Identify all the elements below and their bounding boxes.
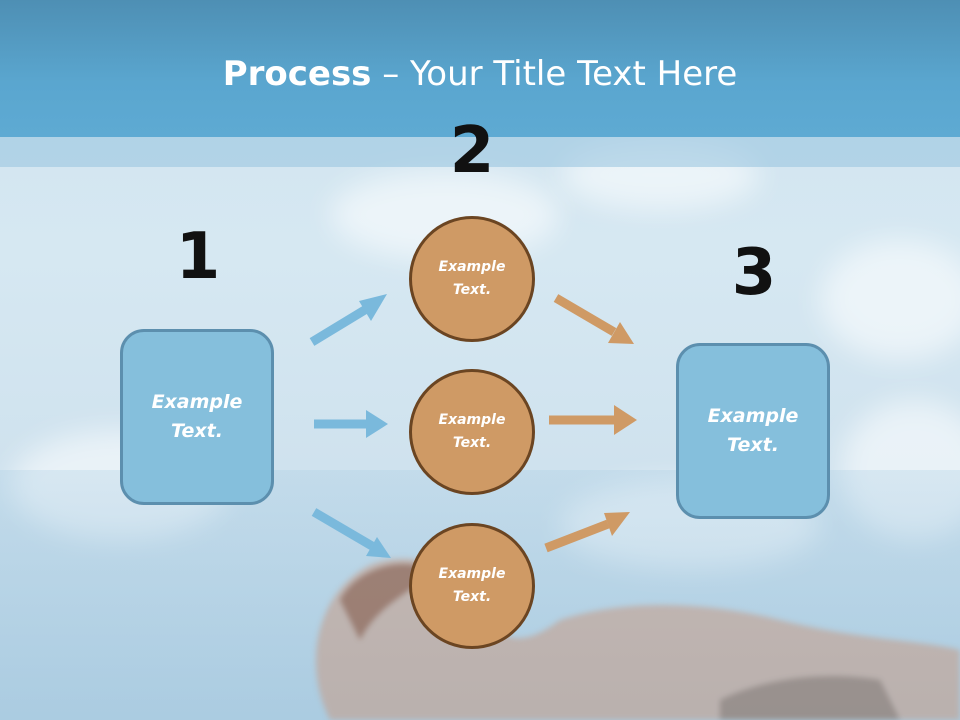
cloud-decoration (820, 240, 960, 360)
title-bar (0, 0, 960, 137)
title-rest: – Your Title Text Here (371, 54, 738, 94)
step-2-circle-top: Example Text. (409, 216, 535, 342)
slide-title: Process – Your Title Text Here (0, 52, 960, 96)
step-number-3: 3 (731, 236, 777, 310)
arrow-1-to-2-middle (314, 410, 388, 438)
arrow-1-to-2-top (309, 294, 387, 346)
cloud-decoration (840, 400, 960, 540)
step-1-box: Example Text. (120, 329, 274, 505)
step-2-circle-bottom: Example Text. (409, 523, 535, 649)
step-number-2: 2 (449, 114, 495, 188)
arrow-2-bottom-to-3 (544, 512, 630, 553)
step-3-box: Example Text. (676, 343, 830, 519)
step-2-circle-middle: Example Text. (409, 369, 535, 495)
arrow-2-middle-to-3 (549, 405, 637, 435)
title-bold: Process (222, 54, 372, 94)
title-strip (0, 137, 960, 167)
arrow-1-to-2-bottom (311, 508, 391, 558)
step-number-1: 1 (175, 220, 221, 294)
arrow-2-top-to-3 (553, 294, 634, 344)
